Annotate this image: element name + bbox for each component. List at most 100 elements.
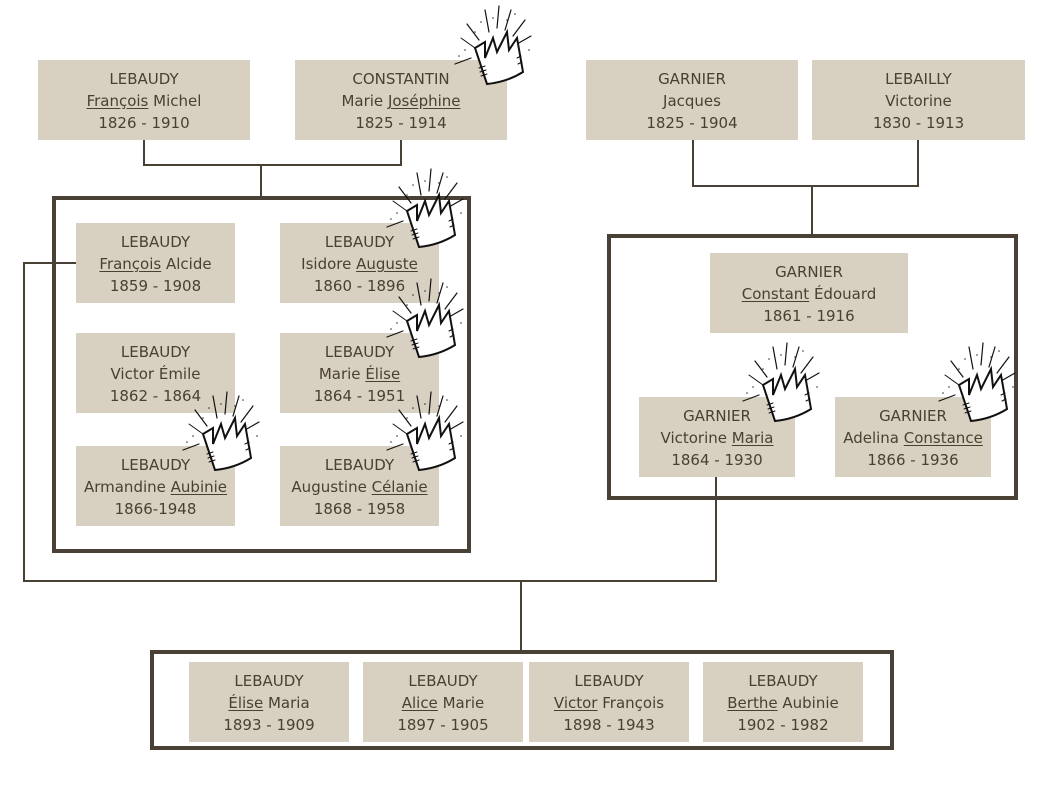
person-given-names: Victorine: [812, 90, 1025, 112]
person-given-names: Berthe Aubinie: [703, 692, 863, 714]
children-group: [150, 650, 894, 750]
given-name-rest: Édouard: [813, 285, 877, 303]
given-name-rest: Alcide: [166, 255, 212, 273]
person-surname: LEBAUDY: [324, 456, 395, 474]
person-given-names: Élise Maria: [189, 692, 349, 714]
person-card[interactable]: LEBAUDY Armandine Aubinie 1866-1948: [76, 446, 235, 526]
given-name-rest: Michel: [153, 92, 202, 110]
person-card[interactable]: CONSTANTIN Marie Joséphine 1825 - 1914: [295, 60, 507, 140]
given-name-first: François: [99, 255, 162, 273]
person-surname: LEBAUDY: [109, 70, 179, 88]
person-surname: CONSTANTIN: [352, 70, 450, 88]
person-dates: 1868 - 1958: [313, 500, 406, 518]
person-surname: LEBAUDY: [324, 233, 395, 251]
person-dates: 1893 - 1909: [223, 716, 315, 734]
given-name-first: Élise: [228, 694, 264, 712]
given-name-first: Victorine: [660, 429, 728, 447]
person-dates: 1826 - 1910: [98, 114, 190, 132]
given-name-first: Jacques: [663, 92, 721, 110]
person-dates: 1860 - 1896: [313, 277, 406, 295]
person-dates: 1864 - 1930: [671, 451, 763, 469]
given-name-rest: Émile: [158, 365, 201, 383]
person-given-names: François Michel: [38, 90, 250, 112]
person-dates: 1864 - 1951: [313, 387, 406, 405]
paternal-siblings-group: [52, 196, 471, 553]
person-card[interactable]: LEBAUDY Augustine Célanie 1868 - 1958: [280, 446, 439, 526]
given-name-rest: Célanie: [371, 478, 428, 496]
person-dates: 1902 - 1982: [737, 716, 829, 734]
person-dates: 1825 - 1914: [355, 114, 447, 132]
connector-gp-maternal-left: [692, 140, 694, 187]
given-name-rest: François: [602, 694, 665, 712]
given-name-first: Armandine: [83, 478, 166, 496]
person-given-names: François Alcide: [76, 253, 235, 275]
person-dates: 1825 - 1904: [646, 114, 738, 132]
person-dates: 1866 - 1936: [867, 451, 959, 469]
connector-gp-paternal-bar: [143, 164, 402, 166]
given-name-first: Adelina: [843, 429, 899, 447]
person-card[interactable]: LEBAUDY Victor Émile 1862 - 1864: [76, 333, 235, 413]
person-given-names: Adelina Constance: [835, 427, 991, 449]
person-card[interactable]: LEBAUDY Isidore Auguste 1860 - 1896: [280, 223, 439, 303]
connector-gp-paternal-right: [400, 140, 402, 165]
person-card[interactable]: GARNIER Jacques 1825 - 1904: [586, 60, 798, 140]
given-name-first: Augustine: [291, 478, 367, 496]
connector-gp-maternal-down: [811, 185, 813, 237]
person-given-names: Victor Émile: [76, 363, 235, 385]
person-surname: LEBAUDY: [748, 672, 818, 690]
given-name-first: François: [86, 92, 149, 110]
person-surname: GARNIER: [658, 70, 726, 88]
person-surname: LEBAUDY: [574, 672, 644, 690]
given-name-rest: Joséphine: [387, 92, 461, 110]
person-card[interactable]: LEBAUDY François Michel 1826 - 1910: [38, 60, 250, 140]
person-surname: GARNIER: [683, 407, 751, 425]
person-dates: 1866-1948: [114, 500, 197, 518]
given-name-first: Constant: [741, 285, 810, 303]
person-card[interactable]: LEBAUDY Berthe Aubinie 1902 - 1982: [703, 662, 863, 742]
connector-father-stub: [23, 262, 77, 264]
connector-gp-maternal-bar: [692, 185, 919, 187]
person-given-names: Armandine Aubinie: [76, 476, 235, 498]
person-surname: LEBAUDY: [324, 343, 395, 361]
person-surname: LEBAUDY: [120, 343, 191, 361]
person-given-names: Marie Élise: [280, 363, 439, 385]
person-given-names: Alice Marie: [363, 692, 523, 714]
maternal-siblings-group: [607, 234, 1018, 500]
given-name-rest: Marie: [442, 694, 485, 712]
given-name-first: Isidore: [301, 255, 352, 273]
person-card[interactable]: LEBAUDY Élise Maria 1893 - 1909: [189, 662, 349, 742]
connector-mother-vertical: [715, 477, 717, 582]
person-surname: LEBAUDY: [234, 672, 304, 690]
person-card[interactable]: LEBAUDY François Alcide 1859 - 1908: [76, 223, 235, 303]
person-given-names: Constant Édouard: [710, 283, 908, 305]
person-surname: GARNIER: [879, 407, 947, 425]
person-card[interactable]: GARNIER Constant Édouard 1861 - 1916: [710, 253, 908, 333]
given-name-first: Victorine: [885, 92, 952, 110]
person-dates: 1830 - 1913: [872, 114, 965, 132]
person-card[interactable]: LEBAUDY Marie Élise 1864 - 1951: [280, 333, 439, 413]
person-dates: 1859 - 1908: [109, 277, 202, 295]
person-given-names: Jacques: [586, 90, 798, 112]
person-surname: LEBAUDY: [120, 233, 191, 251]
given-name-first: Marie: [318, 365, 361, 383]
person-given-names: Marie Joséphine: [295, 90, 507, 112]
person-dates: 1862 - 1864: [109, 387, 202, 405]
person-given-names: Isidore Auguste: [280, 253, 439, 275]
person-card[interactable]: GARNIER Adelina Constance 1866 - 1936: [835, 397, 991, 477]
given-name-first: Alice: [401, 694, 438, 712]
person-given-names: Victor François: [529, 692, 689, 714]
given-name-rest: Élise: [365, 365, 401, 383]
connector-couple-bar: [23, 580, 717, 582]
connector-children-down: [520, 580, 522, 652]
person-dates: 1861 - 1916: [763, 307, 855, 325]
person-given-names: Augustine Célanie: [280, 476, 439, 498]
given-name-first: Berthe: [727, 694, 778, 712]
person-surname: GARNIER: [775, 263, 843, 281]
person-surname: LEBAUDY: [120, 456, 191, 474]
given-name-first: Victor: [553, 694, 598, 712]
given-name-first: Victor: [110, 365, 155, 383]
